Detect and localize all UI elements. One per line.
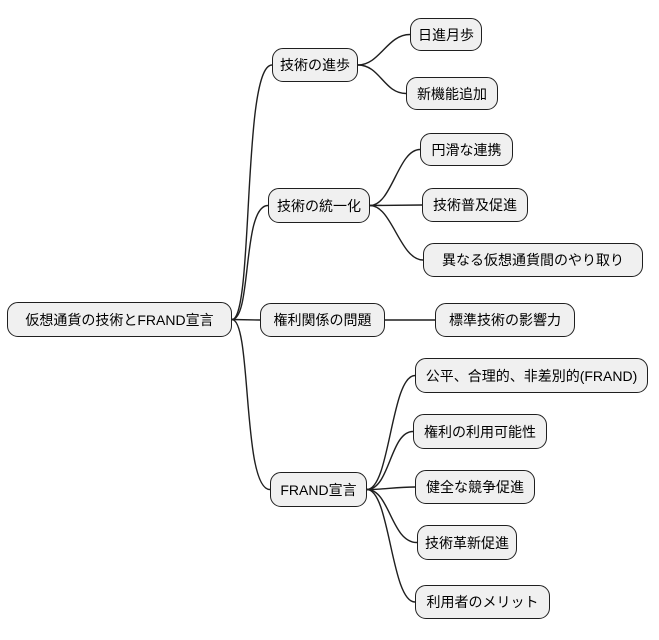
node-leaf-rights-availability: 権利の利用可能性 bbox=[413, 414, 547, 449]
edge-frand-5 bbox=[366, 488, 416, 603]
node-leaf-tech-spread: 技術普及促進 bbox=[422, 188, 528, 222]
node-root: 仮想通貨の技術とFRAND宣言 bbox=[7, 302, 232, 337]
edge-frand-4 bbox=[366, 488, 418, 544]
edge-root-tech-progress bbox=[231, 64, 273, 321]
edge-root-tech-unification bbox=[231, 204, 269, 321]
edge-root-rights-issues bbox=[231, 318, 261, 321]
edge-tech-unification-3 bbox=[369, 204, 424, 261]
node-leaf-healthy-competition: 健全な競争促進 bbox=[415, 470, 535, 504]
edge-tech-progress-2 bbox=[357, 64, 407, 95]
edge-tech-unification-1 bbox=[369, 148, 421, 207]
node-branch-tech-progress: 技術の進歩 bbox=[272, 48, 358, 82]
edge-tech-unification-2 bbox=[369, 204, 423, 207]
node-leaf-standard-tech-influence: 標準技術の影響力 bbox=[435, 303, 575, 337]
node-leaf-daily-progress: 日進月歩 bbox=[410, 18, 482, 51]
connector-group bbox=[231, 33, 436, 603]
node-leaf-cross-currency-exchange: 異なる仮想通貨間のやり取り bbox=[423, 243, 643, 277]
node-branch-rights-issues: 権利関係の問題 bbox=[260, 303, 385, 337]
node-leaf-frand-fair-reasonable: 公平、合理的、非差別的(FRAND) bbox=[415, 358, 648, 393]
node-leaf-innovation-promotion: 技術革新促進 bbox=[417, 525, 517, 560]
edge-frand-1 bbox=[366, 374, 416, 491]
node-leaf-new-features: 新機能追加 bbox=[406, 77, 498, 110]
node-branch-tech-unification: 技術の統一化 bbox=[268, 188, 370, 223]
node-leaf-smooth-cooperation: 円滑な連携 bbox=[420, 133, 513, 166]
edge-tech-progress-1 bbox=[357, 33, 411, 66]
node-leaf-user-benefits: 利用者のメリット bbox=[415, 585, 550, 619]
edge-frand-2 bbox=[366, 430, 414, 491]
edge-root-frand-declaration bbox=[231, 318, 271, 491]
edge-frand-3 bbox=[366, 486, 416, 491]
node-branch-frand-declaration: FRAND宣言 bbox=[270, 472, 367, 507]
